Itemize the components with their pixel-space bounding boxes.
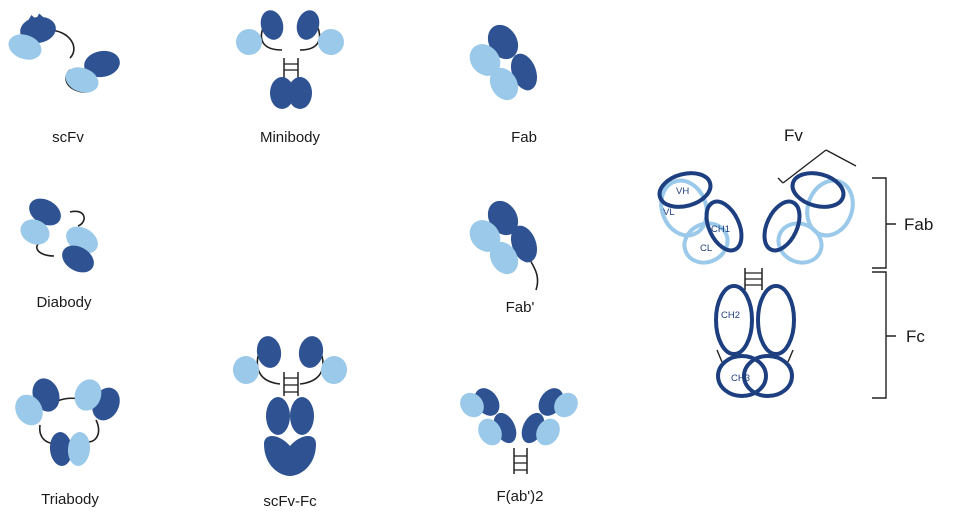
domain-label-ch3: CH3 — [731, 373, 750, 384]
fv-bracket — [778, 150, 856, 183]
label-scfv-fc: scFv-Fc — [210, 493, 370, 511]
scfv-diagram — [5, 11, 122, 97]
label-triabody: Triabody — [0, 491, 150, 509]
region-label-fab: Fab — [904, 215, 933, 235]
label-diabody: Diabody — [0, 294, 144, 312]
triabody-diagram — [10, 375, 125, 467]
region-label-fv: Fv — [784, 126, 803, 146]
diabody-diagram — [16, 193, 102, 278]
domain-label-vh: VH — [676, 186, 689, 197]
fc-bracket — [872, 272, 896, 398]
domain-label-vl: VL — [663, 207, 675, 218]
region-label-fc: Fc — [906, 327, 925, 347]
fab2-diagram — [455, 383, 583, 474]
label-fab-prime: Fab' — [440, 299, 600, 317]
fab-prime-diagram — [463, 195, 541, 290]
domain-label-cl: CL — [700, 243, 712, 254]
domain-label-ch1: CH1 — [711, 224, 730, 235]
label-fab2: F(ab')2 — [440, 488, 600, 506]
minibody-diagram — [234, 8, 346, 109]
label-scfv: scFv — [0, 129, 148, 147]
scfv-fc-diagram — [231, 334, 349, 476]
fab-bracket — [872, 178, 896, 268]
domain-label-ch2: CH2 — [721, 310, 740, 321]
label-fab: Fab — [444, 129, 604, 147]
igg-diagram — [654, 168, 860, 396]
label-minibody: Minibody — [210, 129, 370, 147]
fab-diagram — [463, 19, 541, 105]
